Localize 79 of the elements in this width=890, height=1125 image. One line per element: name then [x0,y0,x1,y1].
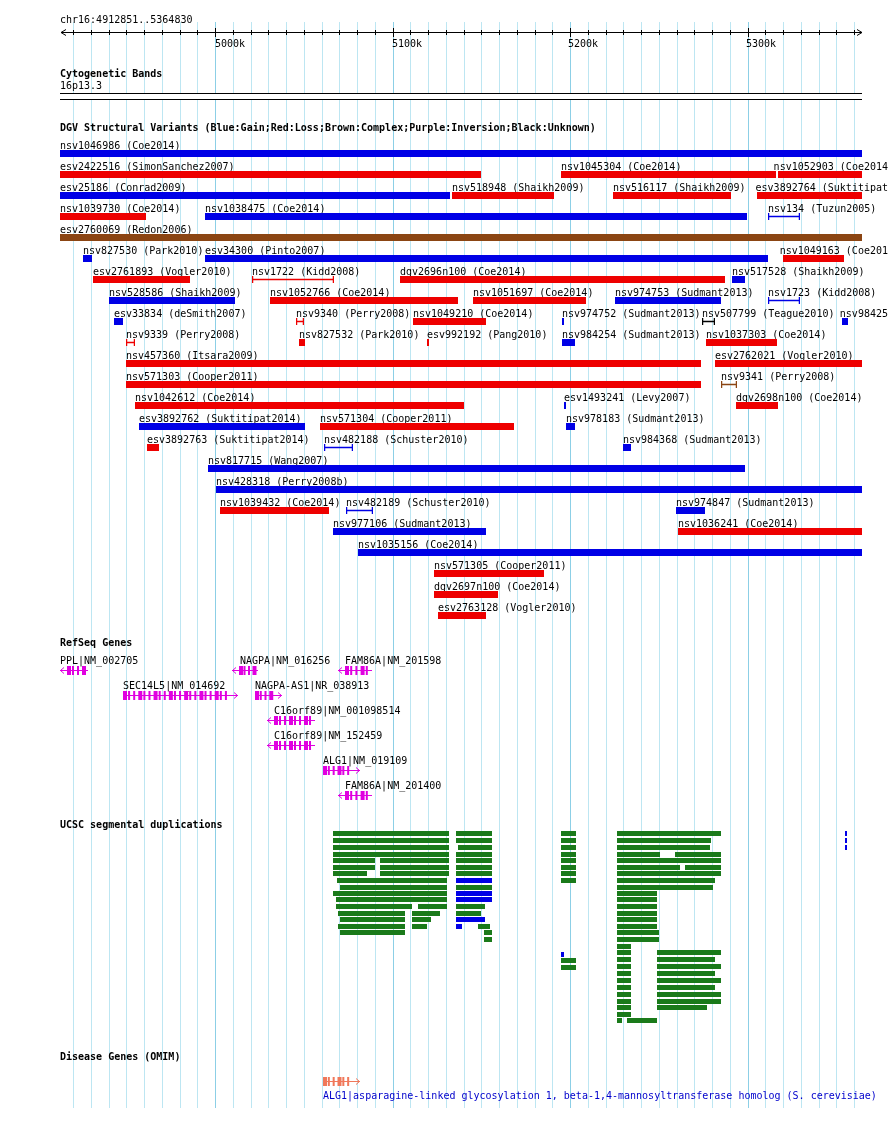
variant-label: dgv2696n100 (Coe2014) [400,266,527,277]
variant-label: esv3892764 (Suktitipat [755,182,888,193]
variant-label: nsv1042612 (Coe2014) [135,392,256,403]
variant-label: nsv482189 (Schuster2010) [346,497,491,508]
variant-label: nsv1046986 (Coe2014) [60,140,181,151]
tick-label: 5300k [746,38,777,49]
variant-label: nsv98425 [839,308,888,319]
variant-label: nsv1049210 (Coe2014) [413,308,534,319]
variant-label: nsv974847 (Sudmant2013) [676,497,815,508]
gene-label: FAM86A|NM_201400 [345,780,442,791]
variant-label: nsv1052903 (Coe2014 [773,161,888,172]
variant-label: nsv9340 (Perry2008) [296,308,411,319]
variant-label: nsv571304 (Cooper2011) [320,413,453,424]
variant-label: esv992192 (Pang2010) [427,329,548,340]
variant-label: dgv2697n100 (Coe2014) [434,581,561,592]
gene-label: NAGPA-AS1|NR_038913 [255,680,370,691]
gene-label: SEC14L5|NM_014692 [123,680,226,691]
variant-label: nsv977106 (Sudmant2013) [333,518,472,529]
variant-label: esv3892763 (Suktitipat2014) [147,434,310,445]
tick-label: 5100k [392,38,423,49]
tick-label: 5200k [568,38,599,49]
gene-label: ALG1|NM_019109 [323,755,408,766]
variant-label: esv2422516 (SimonSanchez2007) [60,161,235,172]
variant-label: nsv984368 (Sudmant2013) [623,434,762,445]
variant-label: nsv974753 (Sudmant2013) [615,287,754,298]
tick-label: 5000k [215,38,246,49]
gene-label: NAGPA|NM_016256 [240,655,331,666]
variant-label: nsv1039432 (Coe2014) [220,497,341,508]
variant-label: esv2761893 (Vogler2010) [93,266,232,277]
variant-label: esv25186 (Conrad2009) [60,182,187,193]
variant-label: nsv1038475 (Coe2014) [205,203,326,214]
variant-label: nsv516117 (Shaikh2009) [613,182,746,193]
track-title: Disease Genes (OMIM) [60,1051,181,1062]
variant-label: nsv1722 (Kidd2008) [252,266,361,277]
variant-label: nsv984254 (Sudmant2013) [562,329,701,340]
variant-label: esv34300 (Pinto2007) [205,245,326,256]
variant-label: esv2763128 (Vogler2010) [438,602,577,613]
variant-label: nsv1035156 (Coe2014) [358,539,479,550]
variant-label: nsv1037303 (Coe2014) [706,329,827,340]
variant-label: esv2760069 (Redon2006) [60,224,193,235]
variant-label: nsv1051697 (Coe2014) [473,287,594,298]
gene-label: PPL|NM_002705 [60,655,139,666]
variant-label: nsv1036241 (Coe2014) [678,518,799,529]
variant-label: nsv134 (Tuzun2005) [768,203,877,214]
variant-label: nsv571305 (Cooper2011) [434,560,567,571]
variant-label: nsv428318 (Perry2008b) [216,476,349,487]
variant-label: esv1493241 (Levy2007) [564,392,691,403]
variant-label: nsv507799 (Teague2010) [702,308,835,319]
variant-label: nsv518948 (Shaikh2009) [452,182,585,193]
disease-gene-label: ALG1|asparagine-linked glycosylation 1, beta-1,4-mannosyltransferase homolog (S. cerevisiae) [323,1090,877,1101]
track-title: Cytogenetic Bands [60,68,163,79]
variant-label: nsv1045304 (Coe2014) [561,161,682,172]
band-name: 16p13.3 [60,80,103,91]
gene-label: FAM86A|NM_201598 [345,655,442,666]
variant-label: dgv2698n100 (Coe2014) [736,392,863,403]
track-title: DGV Structural Variants (Blue:Gain;Red:Loss;Brown:Complex;Purple:Inversion;Black:Unknown) [60,122,596,133]
variant-label: nsv978183 (Sudmant2013) [566,413,705,424]
variant-label: nsv517528 (Shaikh2009) [732,266,865,277]
variant-label: nsv1049163 (Coe201 [779,245,888,256]
variant-label: nsv1723 (Kidd2008) [768,287,877,298]
variant-label: nsv1039730 (Coe2014) [60,203,181,214]
variant-label: nsv571303 (Cooper2011) [126,371,259,382]
variant-label: nsv9341 (Perry2008) [721,371,836,382]
variant-label: esv2762021 (Vogler2010) [715,350,854,361]
variant-label: nsv457360 (Itsara2009) [126,350,259,361]
variant-label: nsv9339 (Perry2008) [126,329,241,340]
variant-label: esv3892762 (Suktitipat2014) [139,413,302,424]
position-label: chr16:4912851..5364830 [60,14,193,25]
variant-label: nsv827532 (Park2010) [299,329,420,340]
gene-label: C16orf89|NM_152459 [274,730,383,741]
variant-label: nsv817715 (Wang2007) [208,455,329,466]
track-title: UCSC segmental duplications [60,819,223,830]
variant-label: nsv1052766 (Coe2014) [270,287,391,298]
variant-label: esv33834 (deSmith2007) [114,308,247,319]
variant-label: nsv974752 (Sudmant2013) [562,308,701,319]
variant-label: nsv482188 (Schuster2010) [324,434,469,445]
gene-label: C16orf89|NM_001098514 [274,705,401,716]
variant-label: nsv528586 (Shaikh2009) [109,287,242,298]
variant-label: nsv827530 (Park2010) [83,245,204,256]
